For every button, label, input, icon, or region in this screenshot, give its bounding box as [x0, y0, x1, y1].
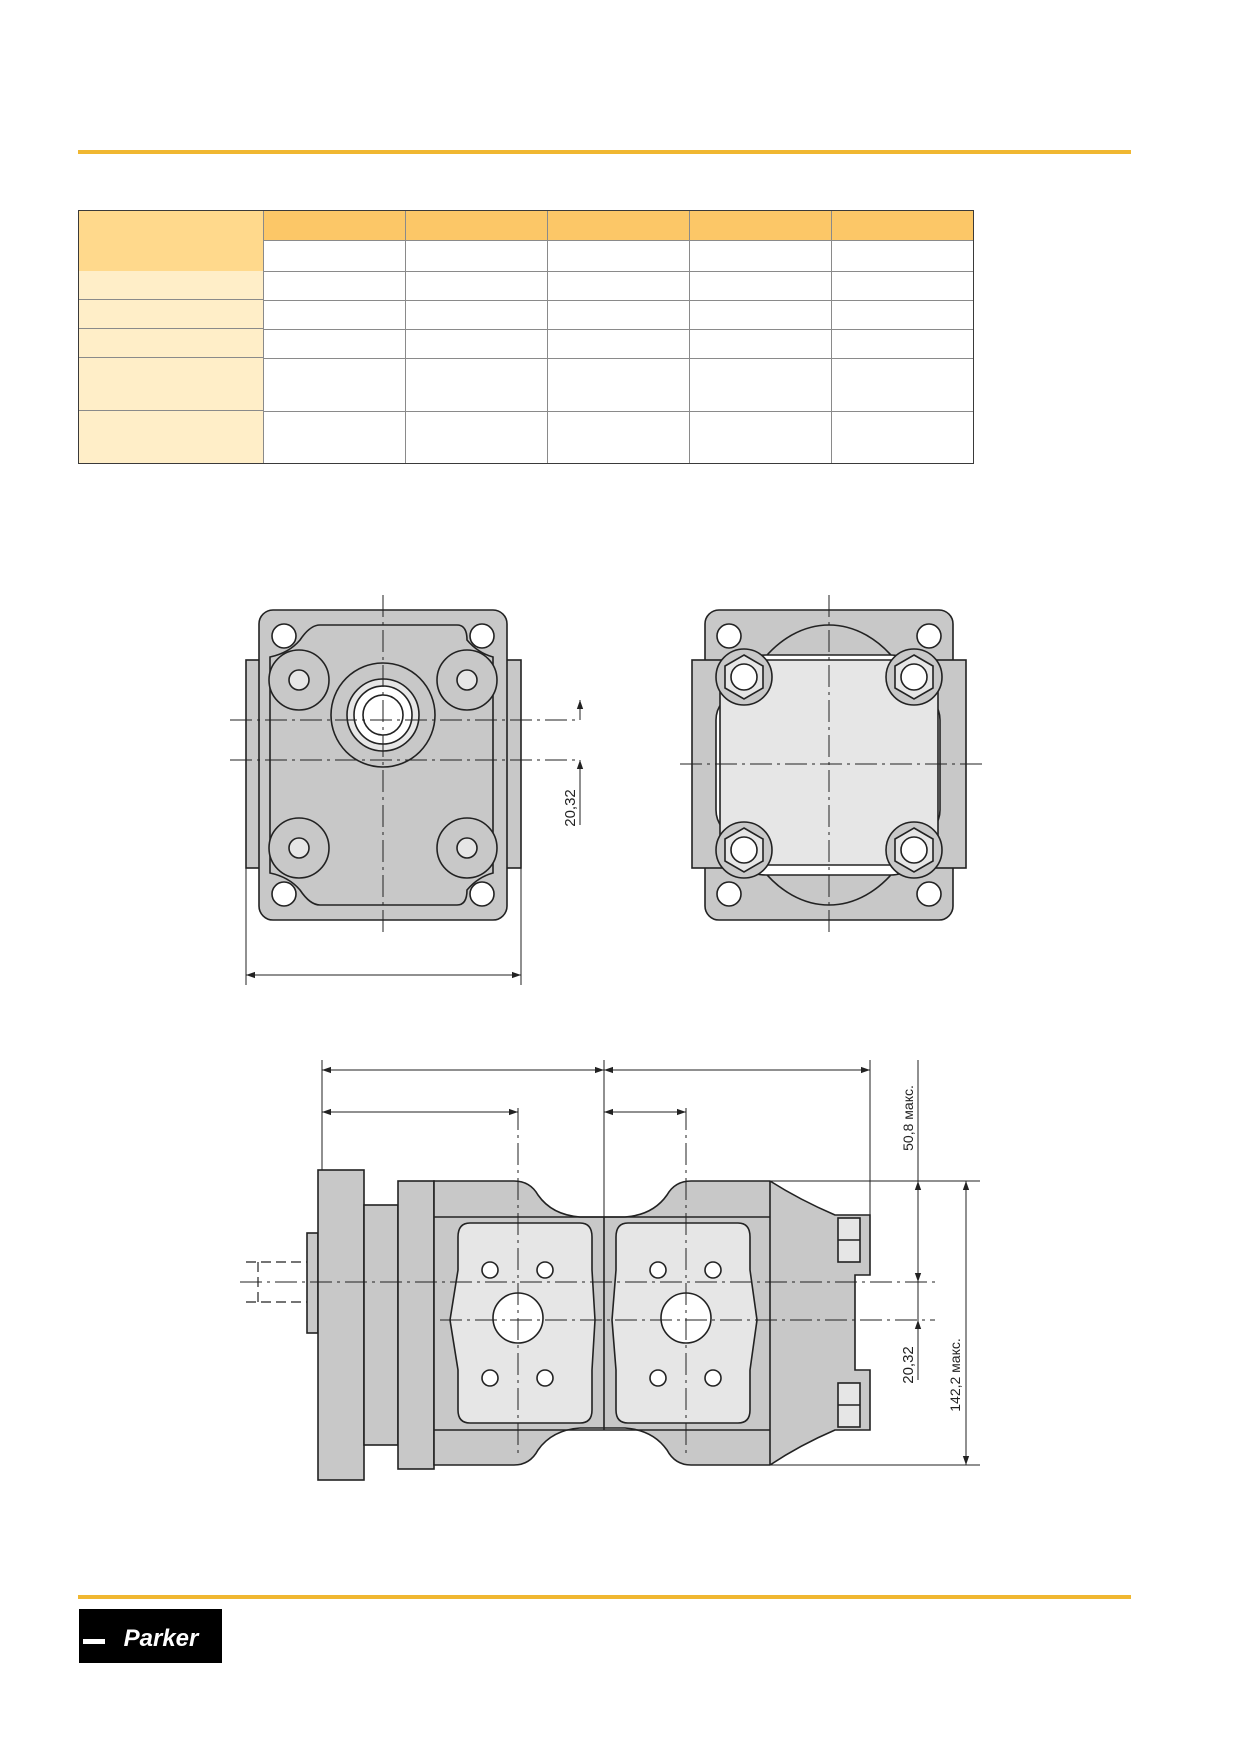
table-row-label	[79, 300, 263, 329]
table-column-header	[405, 211, 547, 241]
table-row-label	[79, 329, 263, 358]
table-column-header	[547, 211, 689, 241]
side-view-drawing	[306, 1169, 871, 1481]
front-view-centerlines	[230, 595, 580, 935]
side-view-dim-offset-label: 20,32	[900, 1346, 917, 1384]
table-column-divider	[689, 211, 690, 463]
table-row-label	[79, 358, 263, 411]
table-row-divider	[263, 271, 973, 272]
table-column-divider	[263, 211, 264, 463]
rear-view-centerlines	[680, 595, 985, 935]
top-accent-rule	[78, 150, 1131, 154]
table-column-divider	[547, 211, 548, 463]
bottom-accent-rule	[78, 1595, 1131, 1599]
table-column-divider	[831, 211, 832, 463]
front-view-dim-offset-label: 20,32	[562, 789, 579, 827]
table-row-divider	[263, 358, 973, 359]
side-view-dimensions	[321, 1060, 980, 1466]
side-view-centerlines	[240, 1108, 935, 1455]
table-row-label	[79, 411, 263, 463]
table-column-divider	[405, 211, 406, 463]
table-column-header	[263, 211, 405, 241]
specification-table	[78, 210, 974, 464]
parker-logo-text: Parker	[124, 1625, 200, 1652]
table-row-divider	[263, 329, 973, 330]
table-corner-header	[79, 211, 263, 272]
side-view-dim-height-label: 142,2 макс.	[947, 1338, 963, 1412]
table-row-divider	[263, 411, 973, 412]
side-view-dim-top-label: 50,8 макс.	[900, 1085, 916, 1151]
table-row-divider	[263, 300, 973, 301]
parker-logo: Parker	[79, 1609, 222, 1663]
table-column-header	[831, 211, 973, 241]
front-view-dimensions	[245, 700, 584, 985]
table-row-label	[79, 271, 263, 300]
table-column-header	[689, 211, 831, 241]
